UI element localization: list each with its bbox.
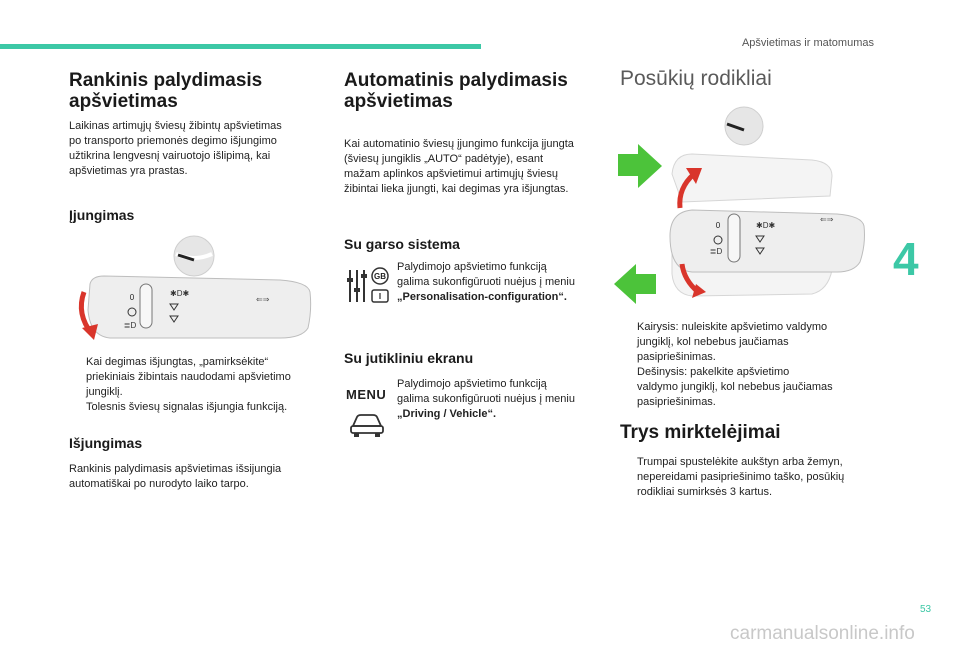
title-line-2: apšvietimas: [344, 91, 453, 112]
chapter-number: 4: [893, 233, 919, 285]
headlamp-stalk-illustration: 0 ≣D ✱D✱ ⇐⇒: [78, 235, 312, 340]
up-arrow-icon: [677, 168, 702, 209]
switch-on-title: Įjungimas: [69, 207, 135, 223]
bullet-line: valdymo jungiklį, kol nebebus jaučiamas: [637, 381, 833, 393]
svg-text:⇐⇒: ⇐⇒: [256, 295, 270, 304]
bullet-line: jungiklį.: [86, 386, 123, 398]
auto-guide-title: Automatinis palydimasis apšvietimas: [344, 70, 568, 112]
manual-guide-intro: Laikinas artimųjų šviesų žibintų apšviet…: [69, 119, 319, 179]
bullet-item: Kai degimas išjungtas, „pamirksėkite“ pr…: [69, 355, 329, 400]
steering-wheel-icon: [724, 106, 764, 146]
flash-arrow-icon: [78, 291, 98, 340]
title-line-1: Rankinis palydimasis: [69, 70, 263, 91]
manual-guide-title: Rankinis palydimasis apšvietimas: [69, 70, 262, 112]
bullet-line: Trumpai spustelėkite aukštyn arba žemyn,: [637, 456, 843, 468]
bullet-item: Dešinysis: pakelkite apšvietimo valdymo …: [620, 365, 880, 410]
bullet-line: rodikliai sumirksės 3 kartus.: [637, 486, 773, 498]
watermark: carmanualsonline.info: [730, 623, 915, 644]
right-turn-arrow-icon: [618, 144, 662, 188]
intro-line: žibintai lieka įjungti, kai degimas yra …: [344, 183, 569, 195]
svg-text:✱D✱: ✱D✱: [170, 289, 189, 298]
text-line: Palydimojo apšvietimo funkciją: [397, 261, 547, 273]
svg-text:⇐⇒: ⇐⇒: [820, 215, 834, 224]
three-flash-bullets: Trumpai spustelėkite aukštyn arba žemyn,…: [620, 455, 880, 500]
svg-text:0: 0: [716, 221, 721, 230]
left-turn-arrow-icon: [614, 264, 656, 304]
title-line-1: Automatinis palydimasis: [344, 70, 568, 91]
text-line: galima sukonfigūruoti nuėjus į meniu: [397, 276, 575, 288]
intro-line: Kai automatinio šviesų įjungimo funkcija…: [344, 138, 574, 150]
bullet-line: priekiniais žibintais naudodami apšvieti…: [86, 371, 291, 383]
switch-off-title: Išjungimas: [69, 435, 143, 451]
intro-line: apšvietimas yra prastas.: [69, 165, 188, 177]
bullet-line: Kai degimas išjungtas, „pamirksėkite“: [86, 356, 269, 368]
intro-line: užtikrina lengvesnį vairuotojo išlipimą,…: [69, 150, 271, 162]
title-line-2: apšvietimas: [69, 91, 178, 112]
down-arrow-icon: [679, 263, 706, 298]
touchscreen-text: Palydimojo apšvietimo funkciją galima su…: [397, 377, 607, 422]
audio-settings-icon: GB I: [347, 267, 389, 303]
touchscreen-title: Su jutikliniu ekranu: [344, 350, 474, 366]
svg-text:≣D: ≣D: [124, 321, 137, 330]
bullet-line: Dešinysis: pakelkite apšvietimo: [637, 366, 790, 378]
section-header: Apšvietimas ir matomumas: [741, 37, 874, 49]
intro-line: (šviesų jungiklis „AUTO“ padėtyje), esan…: [344, 153, 544, 165]
info-icon-label: I: [379, 292, 381, 301]
bullet-item: Kairysis: nuleiskite apšvietimo valdymo …: [620, 320, 880, 365]
header-accent-bar: [0, 44, 481, 49]
text-line: galima sukonfigūruoti nuėjus į meniu: [397, 393, 575, 405]
text-line: Rankinis palydimasis apšvietimas išsijun…: [69, 463, 282, 475]
intro-line: Laikinas artimųjų šviesų žibintų apšviet…: [69, 120, 282, 132]
bullet-line: jungiklį, kol nebebus jaučiamas: [637, 336, 789, 348]
turn-signals-title: Posūkių rodikliai: [620, 67, 772, 90]
menu-label: MENU: [346, 387, 387, 402]
audio-system-title: Su garso sistema: [344, 236, 460, 252]
text-line: Palydimojo apšvietimo funkciją: [397, 378, 547, 390]
text-line: „Personalisation-configuration“.: [397, 291, 567, 303]
switch-off-text: Rankinis palydimasis apšvietimas išsijun…: [69, 462, 329, 492]
car-icon: [350, 414, 384, 437]
three-flash-title: Trys mirktelėjimai: [620, 422, 781, 443]
turn-signal-bullets: Kairysis: nuleiskite apšvietimo valdymo …: [620, 320, 880, 410]
language-icon-label: GB: [374, 272, 386, 281]
switch-on-bullets: Kai degimas išjungtas, „pamirksėkite“ pr…: [69, 355, 329, 415]
svg-text:≣D: ≣D: [710, 247, 723, 256]
bullet-line: pasipriešinimas.: [637, 351, 716, 363]
intro-line: po transporto priemonės degimo išjungimo: [69, 135, 277, 147]
text-line: „Driving / Vehicle“.: [397, 408, 497, 420]
intro-line: mažam aplinkos apšvietimui artimųjų švie…: [344, 168, 558, 180]
page-number: 53: [920, 604, 932, 615]
bullet-line: Kairysis: nuleiskite apšvietimo valdymo: [637, 321, 828, 333]
svg-text:0: 0: [130, 293, 135, 302]
bullet-line: Tolesnis šviesų signalas išjungia funkci…: [86, 401, 288, 413]
bullet-line: pasipriešinimas.: [637, 396, 716, 408]
steering-wheel-icon: [173, 235, 215, 277]
text-line: automatiškai po nurodyto laiko tarpo.: [69, 478, 249, 490]
svg-text:✱D✱: ✱D✱: [756, 221, 775, 230]
audio-system-text: Palydimojo apšvietimo funkciją galima su…: [397, 260, 607, 305]
bullet-item: Trumpai spustelėkite aukštyn arba žemyn,…: [620, 455, 880, 500]
bullet-item: Tolesnis šviesų signalas išjungia funkci…: [69, 400, 329, 415]
turn-signal-stalk-illustration: 0 ≣D ✱D✱ ⇐⇒: [614, 106, 865, 304]
bullet-line: nepereidami pasipriešinimo taško, posūki…: [637, 471, 845, 483]
auto-guide-intro: Kai automatinio šviesų įjungimo funkcija…: [344, 137, 604, 197]
